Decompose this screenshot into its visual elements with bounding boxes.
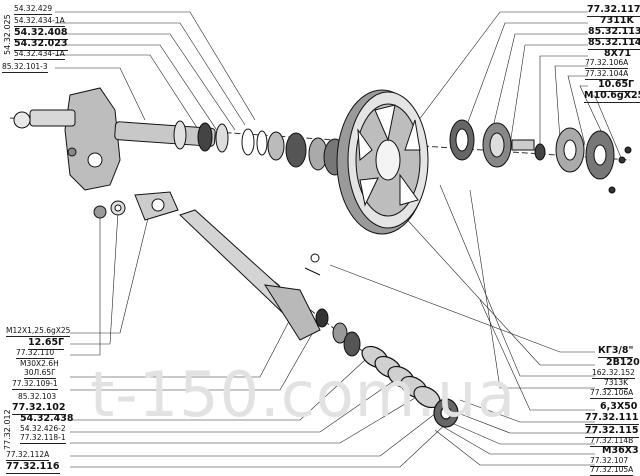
part-label: 77.32.109-1 xyxy=(12,379,58,390)
part-label: 8X71 xyxy=(604,48,632,59)
watermark: t-150.com.ua xyxy=(90,358,517,431)
lower-tensioner-assembly xyxy=(93,191,451,421)
part-label: 77.32.117 xyxy=(587,4,640,17)
part-label: 85.32.113 xyxy=(588,26,640,39)
part-label: 162.32.152 xyxy=(592,368,635,379)
part-label: 2B120 xyxy=(606,357,640,368)
part-label: M12X1,25.6gX25 xyxy=(6,326,71,337)
part-label: 77.32.106A xyxy=(590,388,634,399)
pulley xyxy=(336,89,429,235)
part-label: 85.32.114 xyxy=(588,37,640,50)
part-label: 77.32.111 xyxy=(585,412,639,425)
part-label: 85.32.103 xyxy=(18,392,57,401)
upper-shaft-assembly xyxy=(9,87,631,191)
part-label: 77.32.106A xyxy=(585,58,629,69)
part-label: 30Л.65Г xyxy=(24,368,56,379)
part-label: 54.32.434-1A xyxy=(14,16,65,27)
part-label: 54.32.408 xyxy=(14,27,68,40)
part-label: 77.32.116 xyxy=(6,461,60,474)
part-label: 77.32.102 xyxy=(12,402,66,415)
part-label: 54.32.023 xyxy=(14,38,68,51)
part-label: 77.32.110 xyxy=(16,348,55,359)
part-label: 77.32.105A xyxy=(590,465,634,476)
group-label-top: 54.32.025 xyxy=(3,14,12,55)
part-label: 54.32.438 xyxy=(20,413,74,424)
part-label: 7311K xyxy=(600,15,634,28)
part-label: 77.32.112A xyxy=(6,450,50,461)
spring xyxy=(361,345,459,428)
right-bearings xyxy=(449,119,632,194)
part-label: 77.32.107 xyxy=(590,456,629,467)
part-label: 54.32.426-2 xyxy=(20,424,66,433)
part-label: 77.32.115 xyxy=(585,425,639,438)
part-label: 7313K xyxy=(604,378,629,389)
group-label-bottom: 77.32.012 xyxy=(3,409,12,450)
part-label: M36X3 xyxy=(602,445,639,456)
part-label: 54.32.434-1A xyxy=(14,49,65,60)
part-label: 77.32.114B xyxy=(590,436,634,447)
part-label: M10.6gX25 xyxy=(584,91,640,103)
part-label: 6,3X50 xyxy=(600,401,638,412)
part-label: 77.32.118-1 xyxy=(20,433,66,444)
part-label: 85.32.101-3 xyxy=(2,62,48,73)
part-label: M30X2.6H xyxy=(20,359,59,368)
part-label: 12.65Г xyxy=(28,337,65,350)
part-label: 10.65Г xyxy=(598,79,635,92)
part-label: 54.32.429 xyxy=(14,4,53,15)
leader-lines xyxy=(55,11,623,468)
part-label: КГ3/8" xyxy=(598,345,634,358)
part-label: 77.32.104A xyxy=(585,69,629,80)
